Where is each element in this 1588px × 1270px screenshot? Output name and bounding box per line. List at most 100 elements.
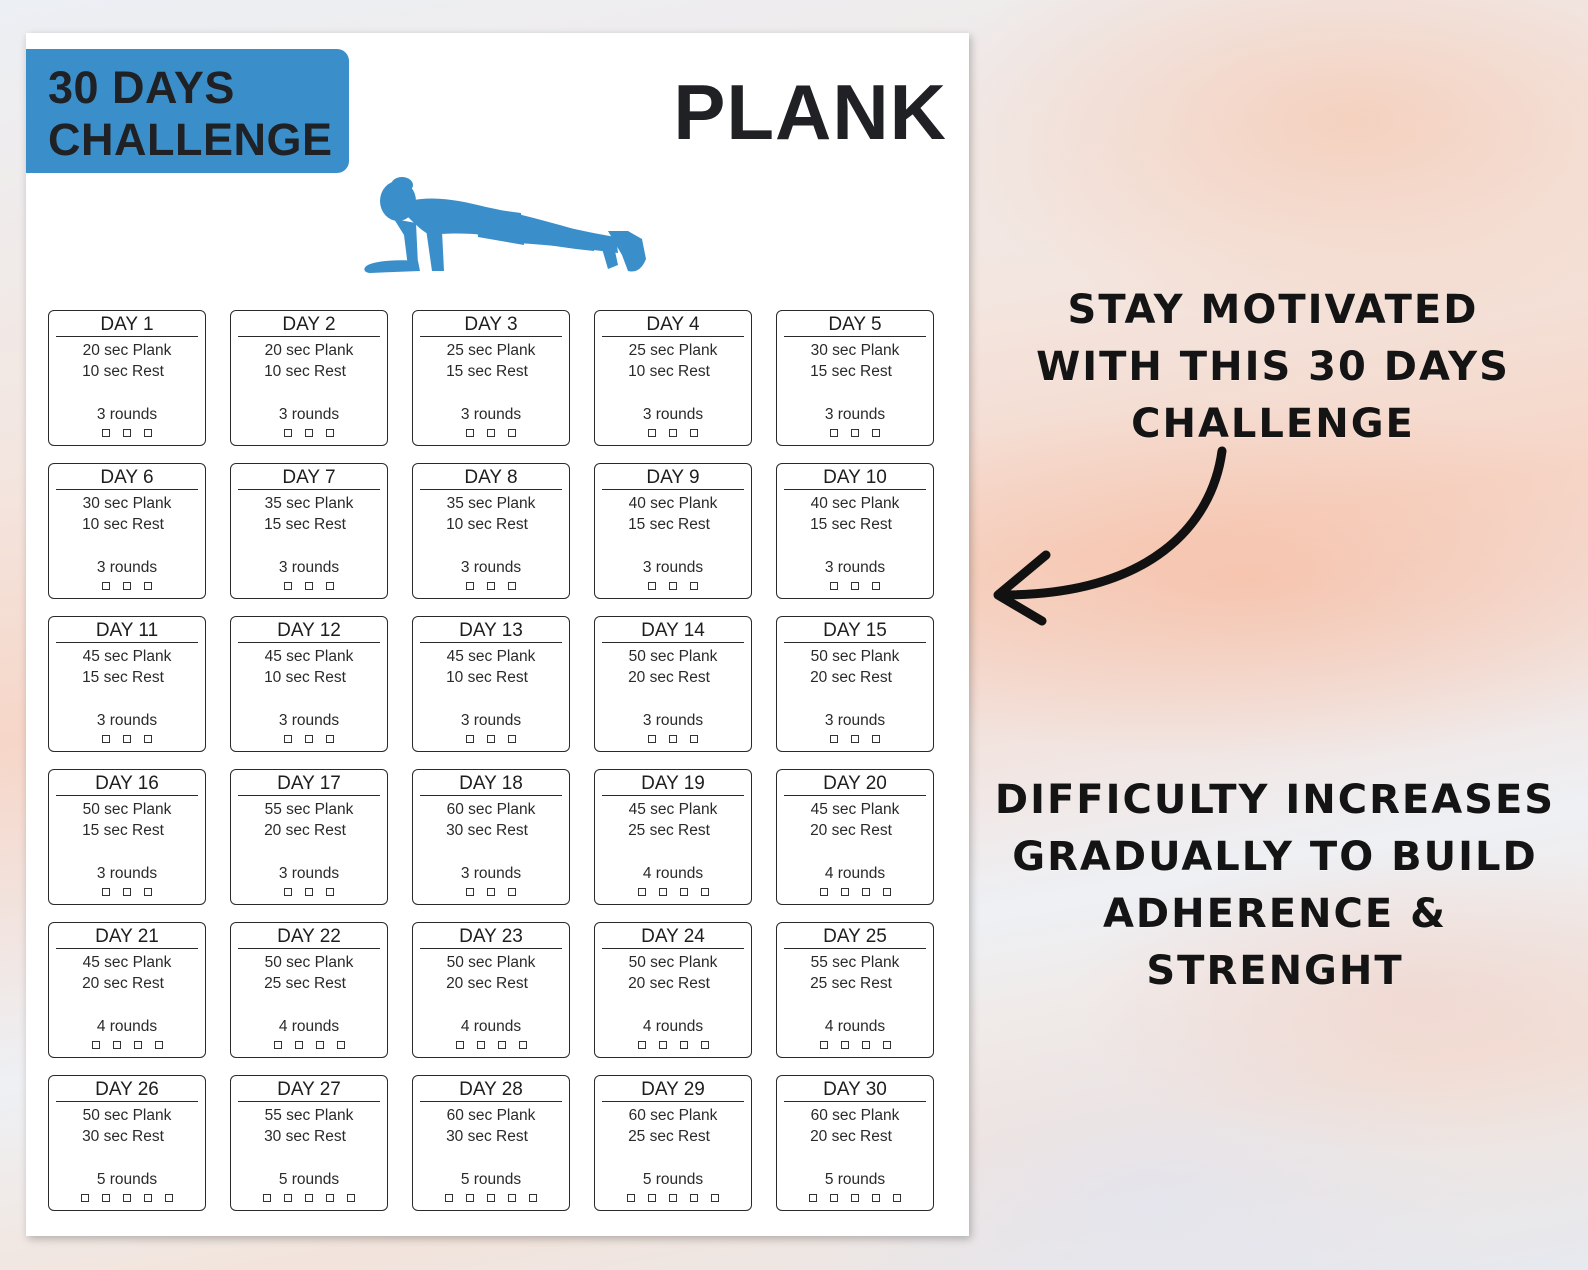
round-checkbox[interactable]: [637, 1041, 646, 1049]
round-checkbox[interactable]: [123, 888, 131, 896]
round-checkbox[interactable]: [102, 429, 110, 437]
round-checkbox[interactable]: [637, 888, 646, 896]
round-checkbox[interactable]: [851, 582, 859, 590]
round-checkbox[interactable]: [487, 429, 495, 437]
round-checkbox[interactable]: [518, 1041, 527, 1049]
round-checkbox[interactable]: [305, 1194, 313, 1202]
round-checkbox[interactable]: [508, 735, 516, 743]
round-checkbox[interactable]: [882, 1041, 891, 1049]
round-checkbox[interactable]: [284, 888, 292, 896]
round-checkbox[interactable]: [669, 735, 677, 743]
round-checkbox[interactable]: [627, 1194, 635, 1202]
round-checkbox[interactable]: [648, 1194, 656, 1202]
round-checkbox[interactable]: [102, 1194, 110, 1202]
round-checkbox[interactable]: [487, 1194, 495, 1202]
round-checkbox[interactable]: [273, 1041, 282, 1049]
round-checkbox[interactable]: [819, 1041, 828, 1049]
round-checkbox[interactable]: [711, 1194, 719, 1202]
round-checkbox[interactable]: [284, 582, 292, 590]
round-checkbox[interactable]: [445, 1194, 453, 1202]
round-checkbox[interactable]: [91, 1041, 100, 1049]
round-checkbox[interactable]: [326, 735, 334, 743]
round-checkbox[interactable]: [284, 735, 292, 743]
round-checkbox[interactable]: [830, 429, 838, 437]
round-checkbox[interactable]: [455, 1041, 464, 1049]
round-checkbox[interactable]: [882, 888, 891, 896]
round-checkbox[interactable]: [284, 429, 292, 437]
round-checkbox[interactable]: [861, 1041, 870, 1049]
round-checkbox[interactable]: [508, 429, 516, 437]
round-checkbox[interactable]: [305, 888, 313, 896]
round-checkbox[interactable]: [81, 1194, 89, 1202]
round-checkbox[interactable]: [305, 582, 313, 590]
round-checkbox[interactable]: [669, 1194, 677, 1202]
round-checkbox[interactable]: [830, 735, 838, 743]
round-checkbox[interactable]: [700, 888, 709, 896]
round-checkbox[interactable]: [123, 429, 131, 437]
round-checkbox[interactable]: [144, 1194, 152, 1202]
round-checkbox[interactable]: [347, 1194, 355, 1202]
round-checkbox[interactable]: [497, 1041, 506, 1049]
round-checkbox[interactable]: [861, 888, 870, 896]
round-checkbox[interactable]: [851, 429, 859, 437]
round-checkbox[interactable]: [487, 582, 495, 590]
round-checkbox[interactable]: [326, 429, 334, 437]
round-checkbox[interactable]: [679, 888, 688, 896]
round-checkbox[interactable]: [102, 582, 110, 590]
round-checkbox[interactable]: [336, 1041, 345, 1049]
round-checkbox[interactable]: [851, 1194, 859, 1202]
round-checkbox[interactable]: [819, 888, 828, 896]
round-checkbox[interactable]: [466, 888, 474, 896]
round-checkbox[interactable]: [840, 888, 849, 896]
round-checkbox[interactable]: [144, 429, 152, 437]
round-checkbox[interactable]: [326, 1194, 334, 1202]
round-checkbox[interactable]: [102, 735, 110, 743]
round-checkbox[interactable]: [112, 1041, 121, 1049]
round-checkbox[interactable]: [123, 582, 131, 590]
round-checkbox[interactable]: [690, 582, 698, 590]
round-checkbox[interactable]: [809, 1194, 817, 1202]
round-checkbox[interactable]: [165, 1194, 173, 1202]
round-checkbox[interactable]: [658, 888, 667, 896]
round-checkbox[interactable]: [466, 582, 474, 590]
round-checkbox[interactable]: [123, 1194, 131, 1202]
round-checkbox[interactable]: [144, 582, 152, 590]
round-checkbox[interactable]: [508, 888, 516, 896]
round-checkbox[interactable]: [294, 1041, 303, 1049]
round-checkbox[interactable]: [690, 429, 698, 437]
round-checkbox[interactable]: [648, 582, 656, 590]
round-checkbox[interactable]: [466, 429, 474, 437]
round-checkbox[interactable]: [466, 735, 474, 743]
round-checkbox[interactable]: [690, 1194, 698, 1202]
round-checkbox[interactable]: [305, 735, 313, 743]
round-checkbox[interactable]: [102, 888, 110, 896]
round-checkbox[interactable]: [669, 429, 677, 437]
round-checkbox[interactable]: [648, 429, 656, 437]
round-checkbox[interactable]: [690, 735, 698, 743]
round-checkbox[interactable]: [123, 735, 131, 743]
round-checkbox[interactable]: [144, 735, 152, 743]
round-checkbox[interactable]: [648, 735, 656, 743]
round-checkbox[interactable]: [700, 1041, 709, 1049]
round-checkbox[interactable]: [893, 1194, 901, 1202]
round-checkbox[interactable]: [487, 888, 495, 896]
round-checkbox[interactable]: [466, 1194, 474, 1202]
round-checkbox[interactable]: [263, 1194, 271, 1202]
round-checkbox[interactable]: [305, 429, 313, 437]
round-checkbox[interactable]: [154, 1041, 163, 1049]
round-checkbox[interactable]: [830, 1194, 838, 1202]
round-checkbox[interactable]: [315, 1041, 324, 1049]
round-checkbox[interactable]: [658, 1041, 667, 1049]
round-checkbox[interactable]: [669, 582, 677, 590]
round-checkbox[interactable]: [872, 735, 880, 743]
round-checkbox[interactable]: [508, 582, 516, 590]
round-checkbox[interactable]: [133, 1041, 142, 1049]
round-checkbox[interactable]: [326, 582, 334, 590]
round-checkbox[interactable]: [872, 582, 880, 590]
round-checkbox[interactable]: [851, 735, 859, 743]
round-checkbox[interactable]: [872, 429, 880, 437]
round-checkbox[interactable]: [144, 888, 152, 896]
round-checkbox[interactable]: [872, 1194, 880, 1202]
round-checkbox[interactable]: [830, 582, 838, 590]
round-checkbox[interactable]: [284, 1194, 292, 1202]
